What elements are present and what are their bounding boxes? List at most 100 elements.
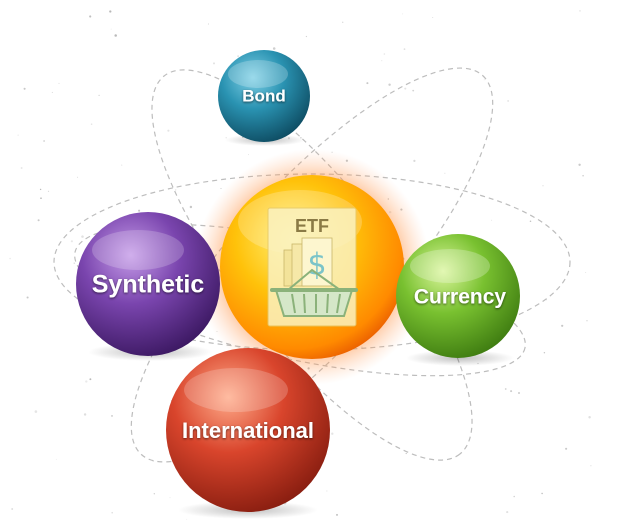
speckle-dot xyxy=(588,416,591,419)
speckle-dot xyxy=(110,28,112,30)
speckle-dot xyxy=(546,299,547,301)
international-sphere xyxy=(166,348,330,512)
speckle-dot xyxy=(39,188,42,191)
speckle-dot xyxy=(81,235,84,238)
speckle-dot xyxy=(153,493,155,495)
speckle-dot xyxy=(189,205,193,209)
currency-sphere xyxy=(396,234,520,358)
speckle-dot xyxy=(366,82,369,85)
synthetic-sphere xyxy=(76,212,220,356)
speckle-dot xyxy=(70,240,73,243)
speckle-dot xyxy=(336,513,338,516)
currency-shadow xyxy=(406,350,514,366)
speckle-dot xyxy=(89,378,92,381)
speckle-dot xyxy=(582,174,584,177)
dollar-sign: $ xyxy=(307,248,326,283)
speckle-dot xyxy=(561,324,564,327)
speckle-dot xyxy=(404,87,407,90)
speckle-dot xyxy=(220,188,222,189)
basket-icon: $ xyxy=(270,237,358,317)
speckle-dot xyxy=(342,21,344,23)
synthetic-node[interactable]: Synthetic xyxy=(76,212,220,361)
speckle-dot xyxy=(26,296,29,299)
international-label: International xyxy=(182,418,314,443)
etf-label: ETF xyxy=(295,216,329,236)
speckle-dot xyxy=(167,129,170,132)
speckle-dot xyxy=(207,23,209,25)
speckle-dot xyxy=(43,140,45,142)
speckle-dot xyxy=(20,167,23,169)
speckle-dot xyxy=(73,262,76,264)
speckle-dot xyxy=(58,82,60,84)
speckle-dot xyxy=(579,10,581,12)
speckle-dot xyxy=(37,219,40,222)
speckle-dot xyxy=(403,48,406,50)
speckle-dot xyxy=(590,465,592,467)
currency-highlight xyxy=(410,249,490,283)
speckle-dot xyxy=(47,190,50,193)
speckle-dot xyxy=(586,320,588,322)
speckle-dot xyxy=(109,10,112,13)
speckle-dot xyxy=(402,13,404,15)
speckle-dot xyxy=(542,185,544,187)
speckle-dot xyxy=(543,351,546,354)
bond-node[interactable]: Bond xyxy=(218,50,310,146)
etf-core-node[interactable]: ETF $ xyxy=(194,149,430,385)
speckle-dot xyxy=(412,89,415,92)
speckle-dot xyxy=(237,55,239,57)
speckle-dot xyxy=(405,452,407,455)
speckle-dot xyxy=(225,137,227,139)
speckle-dot xyxy=(51,91,53,93)
speckle-dot xyxy=(506,511,509,514)
speckle-dot xyxy=(55,458,57,460)
speckle-dot xyxy=(565,447,568,450)
speckle-dot xyxy=(510,390,513,393)
bond-sphere xyxy=(218,50,310,142)
speckle-dot xyxy=(518,392,520,394)
international-node[interactable]: International xyxy=(166,348,330,519)
orbit-ring-diagonal-b xyxy=(151,69,473,461)
speckle-dot xyxy=(11,508,14,510)
speckle-dot xyxy=(272,47,276,50)
speckle-dot xyxy=(169,497,171,499)
speckle-dot xyxy=(40,197,42,200)
speckle-dot xyxy=(138,209,141,212)
speckle-dot xyxy=(444,172,446,174)
speckle-dot xyxy=(111,414,113,417)
speckle-dot xyxy=(121,164,123,166)
speckle-dot xyxy=(326,490,328,492)
speckle-dot xyxy=(17,134,19,136)
speckle-dot xyxy=(111,511,113,514)
speckle-dot xyxy=(305,35,308,38)
speckle-dot xyxy=(34,410,38,413)
speckle-dot xyxy=(513,495,515,498)
speckle-dot xyxy=(89,15,92,18)
speckle-dot xyxy=(85,380,88,383)
speckle-dot xyxy=(23,87,26,90)
speckle-dot xyxy=(585,271,587,273)
speckle-dot xyxy=(248,154,250,156)
currency-node[interactable]: Currency xyxy=(396,234,520,366)
speckle-dot xyxy=(90,123,93,126)
speckle-dot xyxy=(383,53,386,55)
speckle-dot xyxy=(9,257,11,260)
speckle-dot xyxy=(491,219,493,221)
speckle-dot xyxy=(529,220,532,222)
speckle-dot xyxy=(507,100,509,102)
speckle-dot xyxy=(212,62,216,65)
speckle-dot xyxy=(413,159,416,163)
speckle-dot xyxy=(504,388,507,390)
speckle-dot xyxy=(381,60,383,62)
speckle-dot xyxy=(77,176,79,178)
speckle-dot xyxy=(541,492,543,495)
speckle-dot xyxy=(388,83,391,86)
international-highlight xyxy=(184,368,288,412)
speckle-dot xyxy=(98,94,100,97)
bond-highlight xyxy=(228,60,288,88)
speckle-dot xyxy=(83,413,87,416)
speckle-dot xyxy=(331,432,334,435)
speckle-dot xyxy=(175,189,177,191)
currency-label: Currency xyxy=(414,286,507,309)
speckle-dot xyxy=(483,79,485,81)
